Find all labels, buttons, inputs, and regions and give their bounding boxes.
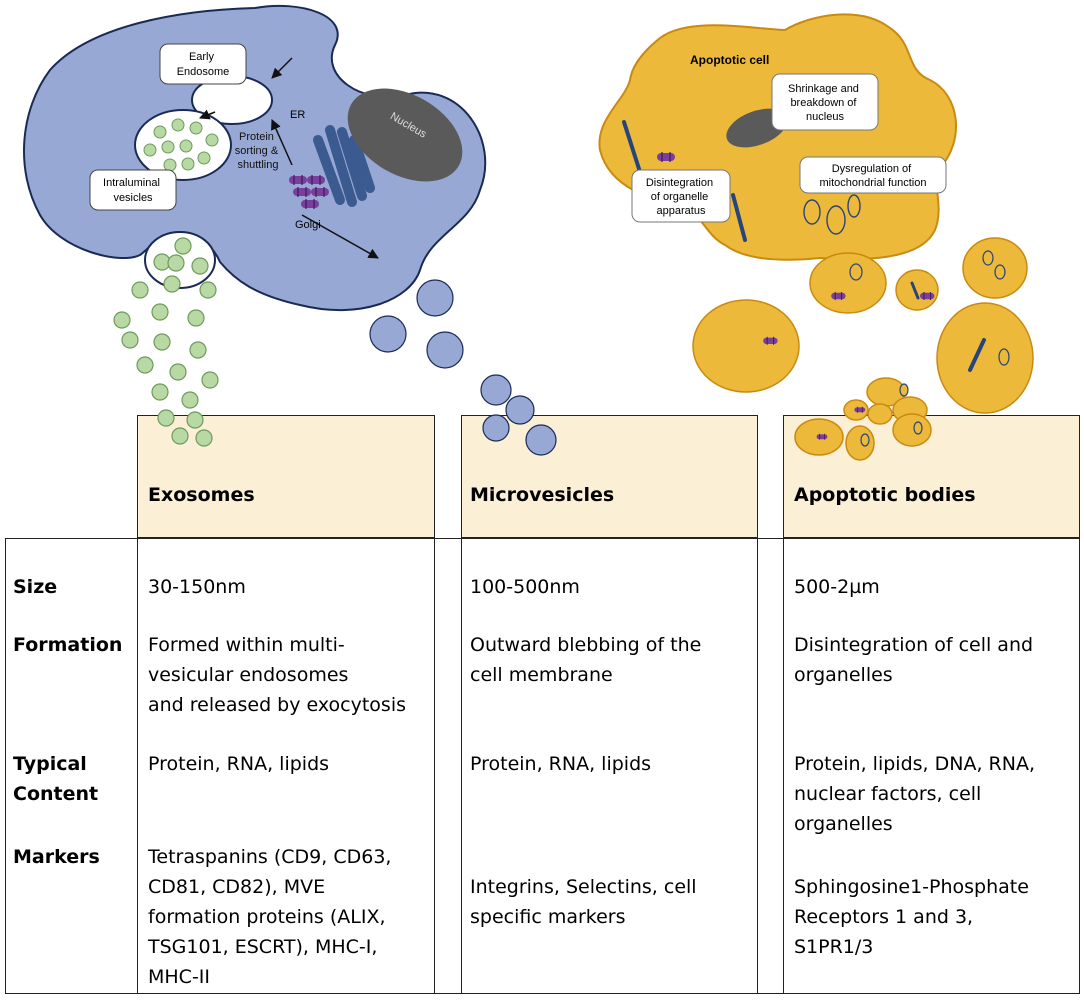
er-stacks bbox=[313, 125, 375, 207]
row-label-markers: Markers bbox=[13, 846, 100, 868]
label-dysregulation: Dysregulation of mitochondrial function bbox=[819, 163, 926, 189]
cell-formation-apoptotic: Disintegration of cell and organelles bbox=[794, 634, 1034, 686]
row-label-typical-content: Typical Content bbox=[13, 753, 99, 805]
row-label-size: Size bbox=[13, 576, 58, 598]
cell-content-exosomes: Protein, RNA, lipids bbox=[148, 753, 330, 775]
body-cell-gap-2 bbox=[757, 538, 784, 994]
exosome-dots bbox=[113, 254, 219, 447]
nucleus bbox=[347, 88, 463, 182]
cell-formation-microvesicles: Outward blebbing of the cell membrane bbox=[470, 634, 702, 686]
cell-size-apoptotic: 500-2µm bbox=[794, 576, 880, 598]
label-disintegration: Disintegration of organelle apparatus bbox=[646, 177, 716, 217]
body-cell-gap-1 bbox=[434, 538, 462, 994]
label-er: ER bbox=[290, 109, 305, 121]
cell-content-microvesicles: Protein, RNA, lipids bbox=[470, 753, 652, 775]
col-header-microvesicles: Microvesicles bbox=[470, 484, 615, 506]
apoptotic-cell bbox=[598, 13, 957, 261]
cell-markers-apoptotic: Sphingosine1-Phosphate Receptors 1 and 3… bbox=[794, 876, 1029, 958]
cell-content-apoptotic: Protein, lipids, DNA, RNA, nuclear facto… bbox=[794, 753, 1035, 835]
microvesicle-dots bbox=[369, 279, 557, 456]
header-cell-microvesicles bbox=[461, 415, 758, 538]
col-header-exosomes: Exosomes bbox=[148, 484, 255, 506]
cell-markers-exosomes: Tetraspanins (CD9, CD63, CD81, CD82), MV… bbox=[148, 846, 392, 988]
cell-markers-microvesicles: Integrins, Selectins, cell specific mark… bbox=[470, 876, 697, 928]
label-intraluminal-vesicles: Intraluminal vesicles bbox=[103, 177, 163, 204]
intraluminal-vesicle-dots bbox=[143, 118, 219, 172]
label-protein-sorting: Protein sorting & shuttling bbox=[235, 131, 281, 171]
row-label-formation: Formation bbox=[13, 634, 123, 656]
body-cell-exosomes bbox=[137, 538, 435, 994]
label-golgi: Golgi bbox=[295, 219, 321, 231]
cell-size-microvesicles: 100-500nm bbox=[470, 576, 580, 598]
body-cell-microvesicles bbox=[461, 538, 758, 994]
cell-size-exosomes: 30-150nm bbox=[148, 576, 246, 598]
label-early-endosome: Early Endosome bbox=[177, 51, 230, 78]
cell-formation-exosomes: Formed within multi- vesicular endosomes… bbox=[148, 634, 406, 716]
apoptotic-bodies bbox=[692, 237, 1034, 461]
body-cell-apoptotic bbox=[783, 538, 1080, 994]
col-header-apoptotic-bodies: Apoptotic bodies bbox=[794, 484, 976, 506]
label-shrinkage: Shrinkage and breakdown of nucleus bbox=[788, 83, 862, 123]
label-apoptotic-cell: Apoptotic cell bbox=[690, 53, 769, 67]
